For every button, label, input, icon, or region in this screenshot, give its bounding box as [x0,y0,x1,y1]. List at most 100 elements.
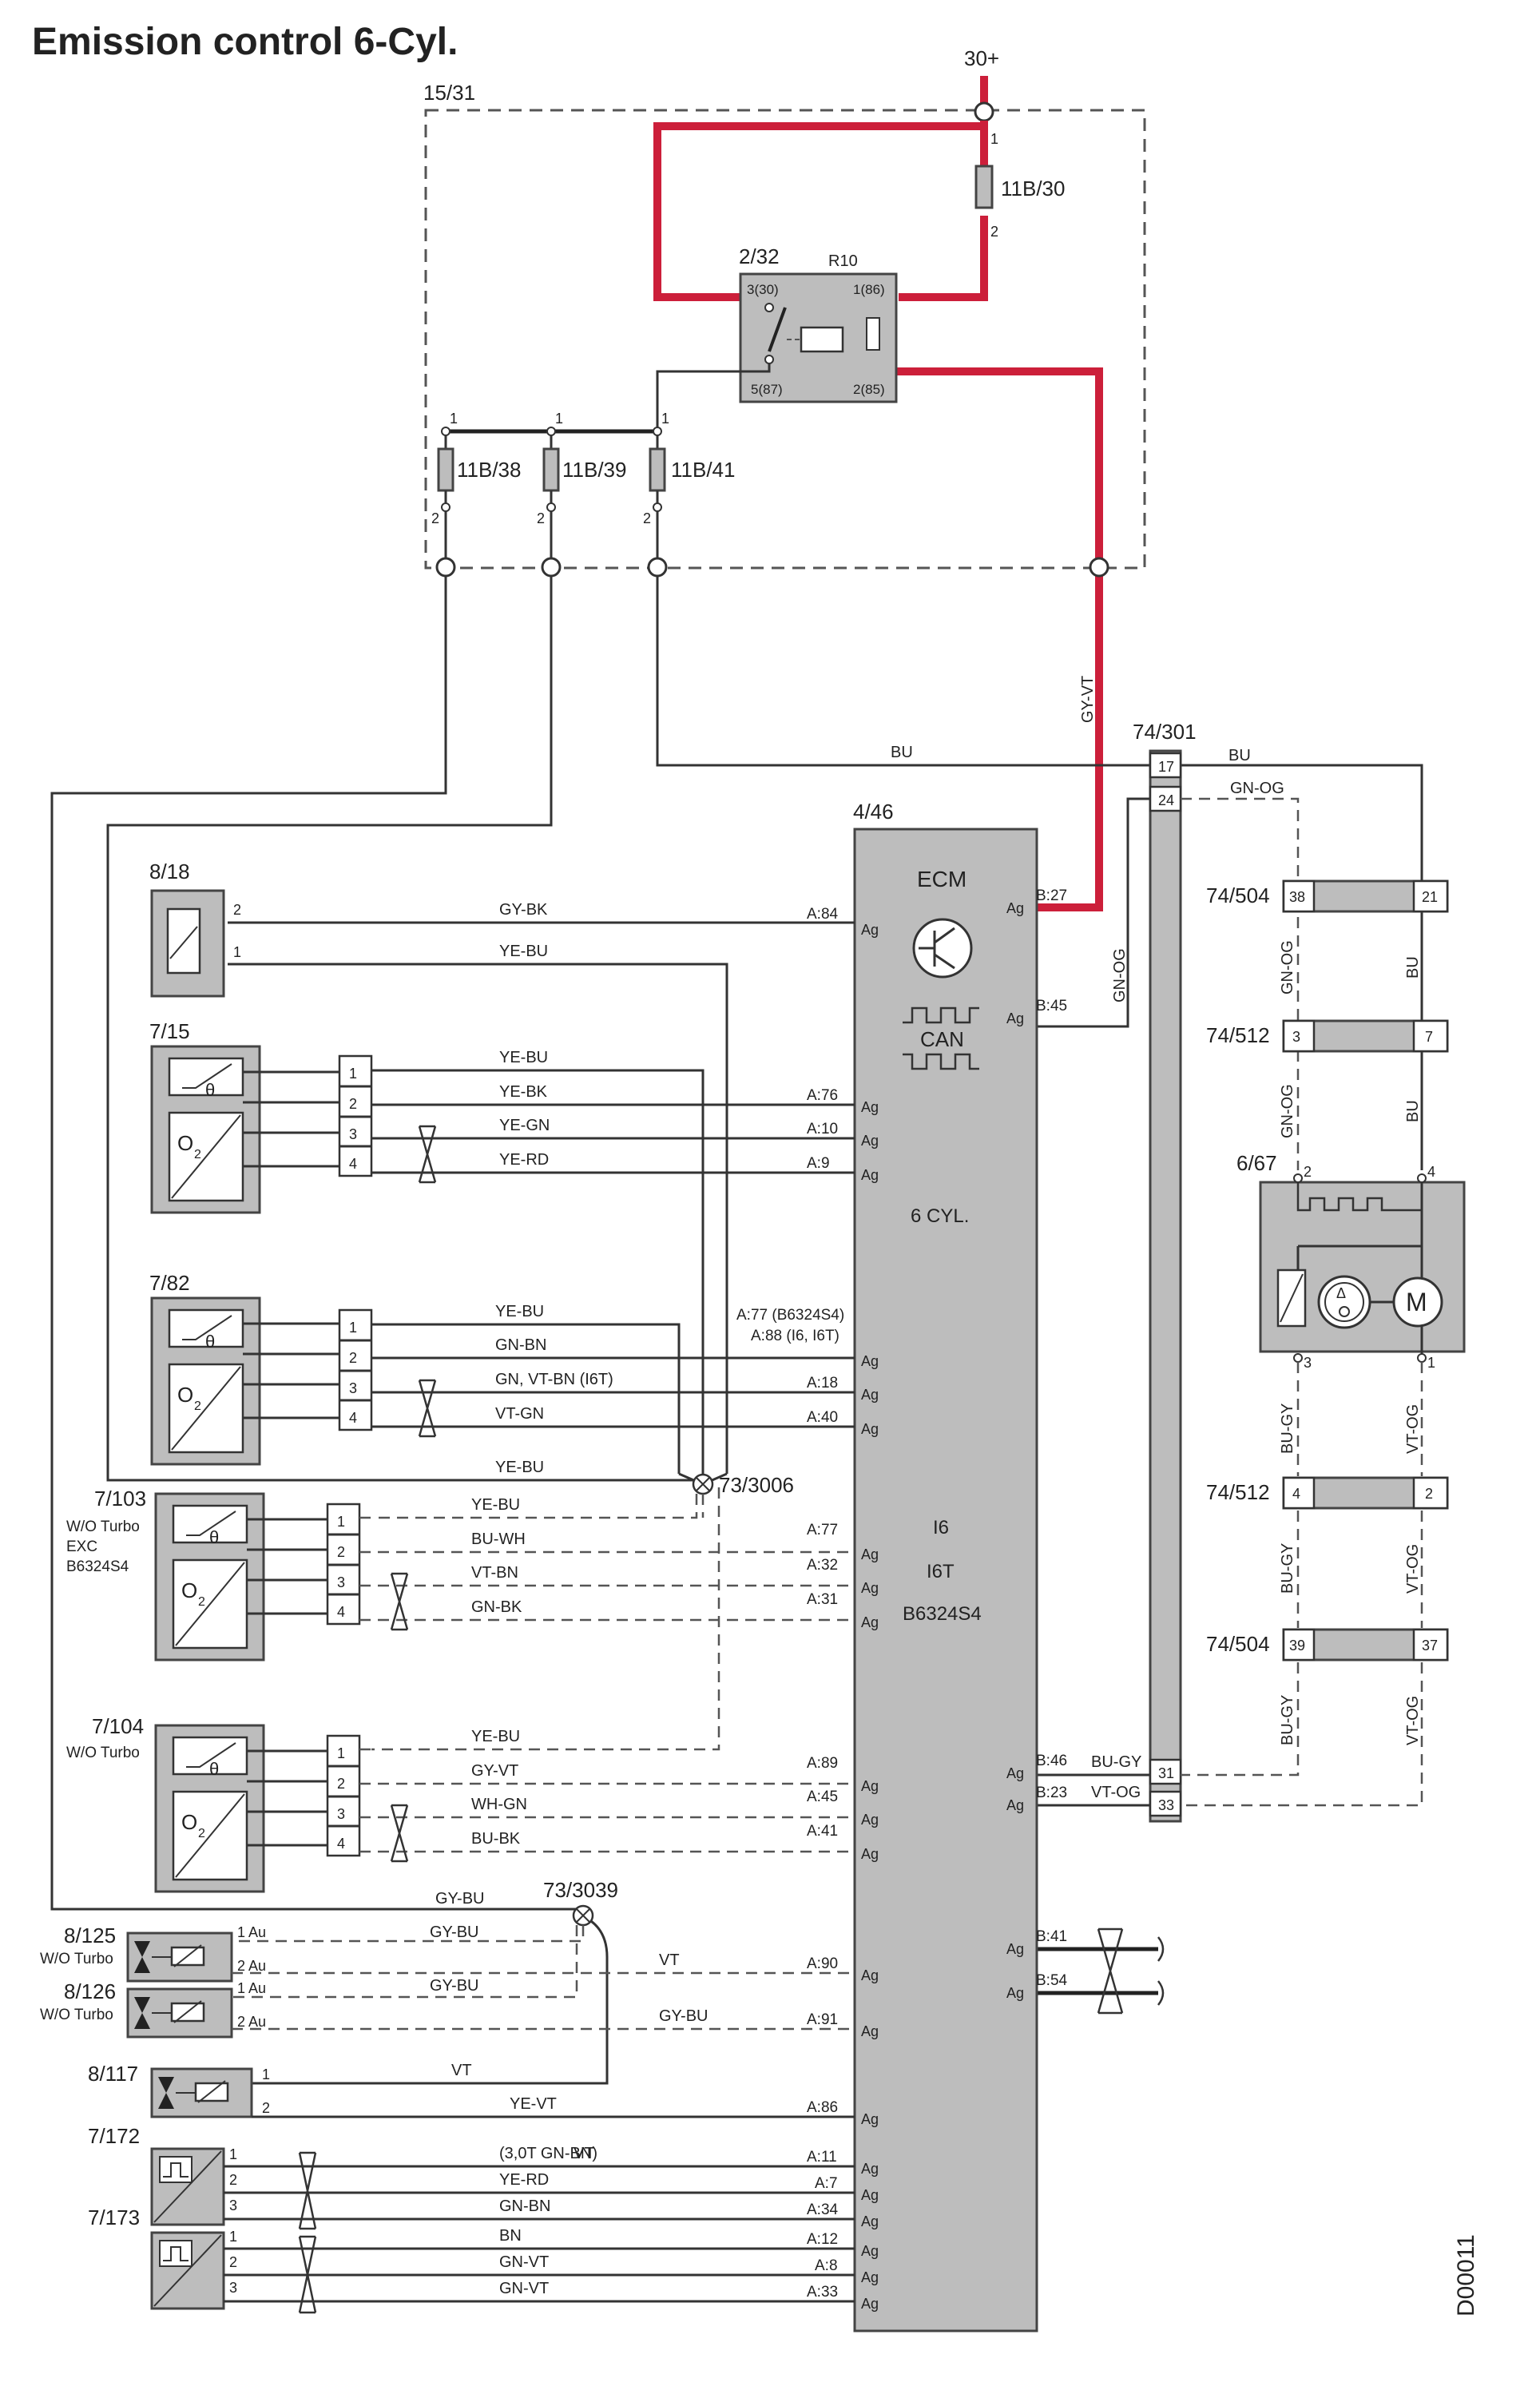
ecm-pin-a40: A:40 [807,1409,838,1426]
wire-b41-b54 [1037,1947,1158,1995]
svg-text:2: 2 [229,2254,237,2270]
connector-74-504-bottom-pin-a: 39 [1289,1638,1305,1654]
ecm-pin-a90: A:90 [807,1955,838,1972]
svg-text:2: 2 [198,1595,205,1609]
junction-74-301 [1149,749,1182,1823]
svg-text:O: O [181,1578,197,1602]
wire-ye-bu-7-103 [371,1494,698,1519]
relay-icon [166,907,201,975]
ecm-ag-label: Ag [861,2296,879,2312]
svg-text:θ: θ [209,1527,219,1547]
ecm-pin-a89: A:89 [807,1755,838,1772]
comp-7-103-note-2: EXC [66,1538,97,1555]
wire-supply-left-inner [106,576,703,1482]
svg-text:θ: θ [205,1332,215,1352]
ecm-pin-b27: B:27 [1036,887,1067,904]
comp-7-173-label: 7/173 [88,2205,140,2229]
motor-icon [1392,1276,1443,1328]
twisted-pair-icon [390,1804,409,1863]
wire-label-7-82-2: GN-BN [495,1336,546,1354]
pwm-signal-icon [1296,1182,1422,1212]
svg-text:1: 1 [229,2229,237,2245]
svg-text:2: 2 [233,902,241,918]
connector-74-512-bottom-label: 74/512 [1206,1480,1270,1504]
ecm-variant-i6: I6 [933,1517,949,1538]
comp-8-126-label: 8/126 [64,1979,116,2003]
wire-label-7-15-3: YE-GN [499,1117,550,1134]
fuse-11b-41 [649,427,666,559]
wire-label-7-104-4: BU-BK [471,1830,521,1848]
ecm-ag-label: Ag [861,2243,879,2259]
ecm-ag-label: Ag [861,1167,879,1183]
fuse-11b-39 [542,427,560,559]
connector-74-512-bottom-pin-b: 2 [1425,1486,1433,1502]
ecm-pin-a8: A:8 [815,2257,838,2274]
power-wire-relay-86 [899,216,988,301]
svg-text:3: 3 [349,1380,357,1396]
relay-pin-86: 1(86) [853,282,885,297]
wire-label-vt-og-ecm: VT-OG [1091,1784,1141,1801]
twisted-pair-icon [418,1125,437,1184]
ecm-ag-label: Ag [861,2187,879,2203]
comp-8-18-label: 8/18 [149,860,190,883]
wire-label-7-173-2: GN-VT [499,2253,549,2271]
svg-text:O: O [181,1810,197,1834]
splice-73-3006-label: 73/3006 [719,1473,794,1497]
ecm-ag-label: Ag [861,1967,879,1983]
ecm-pin-a32: A:32 [807,1557,838,1574]
wire-label-bu-gy-r3: BU-GY [1279,1695,1296,1745]
svg-text:Ag: Ag [1006,1010,1024,1026]
relay-pin-30: 3(30) [747,282,779,297]
comp-8-125-label: 8/125 [64,1924,116,1947]
wire-label-bu-r2: BU [1404,1100,1422,1122]
connector-74-504-bottom-pin-b: 37 [1422,1638,1438,1654]
svg-text:Ag: Ag [1006,1941,1024,1957]
wire-label-7-15-4: YE-RD [499,1151,549,1169]
motor-symbol: M [1406,1288,1427,1316]
svg-text:Ag: Ag [1006,1797,1024,1813]
ecm-ag-label: Ag [861,1133,879,1149]
svg-text:1: 1 [233,944,241,960]
connector-74-504-top-label: 74/504 [1206,883,1270,907]
box-terminal-3 [647,557,668,578]
wire-gy-bu-8-117 [232,1920,609,2085]
svg-text:2: 2 [337,1544,345,1560]
relay-pin-85: 2(85) [853,382,885,397]
fuse-box-label: 15/31 [423,81,475,105]
connector-74-512-top [1282,1019,1449,1053]
svg-text:3: 3 [349,1126,357,1142]
twisted-pair-icon [390,1572,409,1631]
power-wire-gy-vt [899,367,1103,911]
power-wire-relay-30 [653,121,988,301]
twisted-pair-icon [1097,1928,1124,2015]
fuse-11b-39-label: 11B/39 [562,458,626,482]
svg-text:θ: θ [209,1759,219,1779]
svg-text:4: 4 [349,1156,357,1172]
wire-label-7-172-2: YE-RD [499,2171,549,2189]
svg-text:3: 3 [337,1574,345,1590]
fuse-11b-41-pin-top: 1 [661,411,669,427]
wire-label-8-117-vt: YE-VT [510,2095,557,2113]
wire-label-7-172-note: VT [574,2145,594,2162]
ecm-ag-label: Ag [861,1353,879,1369]
svg-text:1: 1 [229,2146,237,2162]
svg-text:4: 4 [337,1604,345,1620]
fuse-11b-38-pin-bottom: 2 [431,510,439,526]
comp-8-125-note: W/O Turbo [40,1951,113,1967]
wire-label-7-104-1: YE-BU [471,1728,520,1745]
wire-gn-og-can [1037,797,1150,1028]
twisted-pair-icon [298,2151,317,2230]
box-terminal-2 [541,557,562,578]
ecm-ag-label: Ag [861,2161,879,2177]
relay-coil [800,326,844,353]
connector-74-504-top-pin-b: 21 [1422,889,1438,905]
svg-text:2: 2 [194,1399,201,1413]
junction-pin-33: 33 [1158,1797,1174,1813]
wire-label-gy-bk: GY-BK [499,901,548,919]
wire-label-8-117-gy-bu: VT [451,2062,472,2079]
svg-text:3: 3 [337,1806,345,1822]
ecm-variant-i6t: I6T [927,1561,955,1582]
fuse-relay-box [424,109,1146,570]
wire-label-gn-og-r1: GN-OG [1279,940,1296,995]
